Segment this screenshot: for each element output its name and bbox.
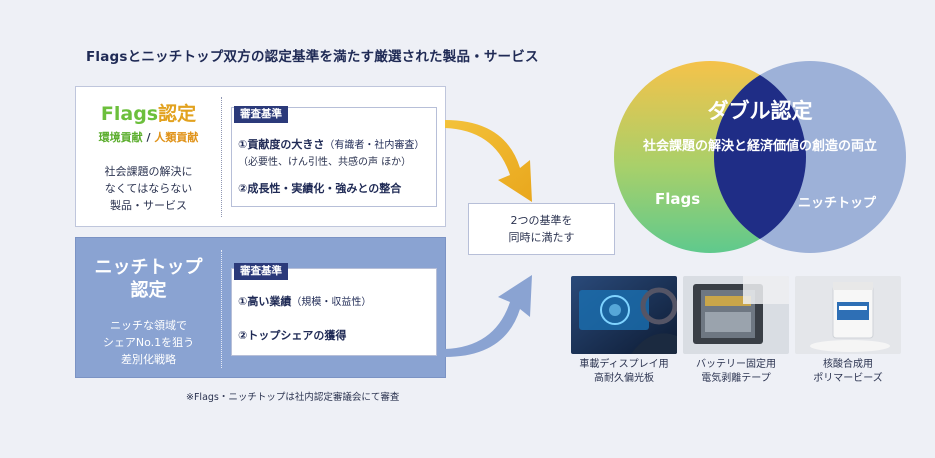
niche-desc-line: ニッチな領域で [110,319,187,332]
flags-description: 社会課題の解決に なくてはならない 製品・サービス [76,163,221,214]
niche-criteria-box: 審査基準 ①高い業績（規模・収益性） ②トップシェアの獲得 [231,263,437,356]
flags-desc-line: なくてはならない [104,182,193,195]
venn-right-label: ニッチトップ [798,196,877,211]
product-label-line: 核酸合成用 [823,359,873,370]
arrow-up-icon [445,275,532,357]
tag-environment: 環境貢献 [98,131,143,144]
footnote: ※Flags・ニッチトップは社内認定審議会にて審査 [186,392,400,403]
niche-top-panel: ニッチトップ 認定 ニッチな領域で シェアNo.1を狙う 差別化戦略 審査基準 … [75,237,446,378]
divider [221,250,222,368]
flags-tags: 環境貢献 / 人類貢献 [76,129,221,145]
venn-intersection [714,61,806,253]
product-label-line: バッテリー固定用 [696,359,776,370]
product-label: 車載ディスプレイ用 高耐久偏光板 [559,358,689,386]
venn-diagram [614,61,906,253]
niche-desc-line: シェアNo.1を狙う [102,336,195,349]
niche-description: ニッチな領域で シェアNo.1を狙う 差別化戦略 [76,317,221,368]
tag-humanity: 人類貢献 [154,131,199,144]
divider [221,97,222,217]
flags-title-suffix: 認定 [158,103,197,125]
venn-left-label: Flags [655,190,701,208]
flags-title-main: Flags [100,103,159,125]
niche-title: ニッチトップ 認定 [76,256,221,302]
flags-panel: Flags認定 環境貢献 / 人類貢献 社会課題の解決に なくてはならない 製品… [75,86,446,227]
niche-desc-line: 差別化戦略 [121,353,176,366]
criteria-1-main: ①高い業績 [238,295,292,308]
criteria-label: 審査基準 [234,263,288,280]
flags-criteria-1: ①貢献度の大きさ（有識者・社内審査） [238,136,424,152]
flags-criteria-box: 審査基準 ①貢献度の大きさ（有識者・社内審査） （必要性、けん引性、共感の声 ほ… [231,106,437,207]
flags-desc-line: 社会課題の解決に [104,165,193,178]
both-criteria-box: 2つの基準を 同時に満たす [468,203,615,255]
niche-title-line: ニッチトップ [94,257,203,278]
product-label-line: 電気剥離テープ [701,373,771,384]
product-image-tape [683,276,789,354]
criteria-1-sub: （規模・収益性） [291,297,372,308]
flags-criteria-2: ②成長性・実績化・強みとの整合 [238,182,402,195]
criteria-1-sub: （有識者・社内審査） [324,140,425,151]
product-image-beads [795,276,901,354]
product-label-line: 高耐久偏光板 [594,373,654,384]
niche-criteria-2: ②トップシェアの獲得 [238,329,347,342]
flags-desc-line: 製品・サービス [110,199,187,212]
arrow-down-icon [445,120,532,202]
niche-criteria-1: ①高い業績（規模・収益性） [238,293,371,309]
product-label: バッテリー固定用 電気剥離テープ [671,358,801,386]
flags-criteria-1-detail: （必要性、けん引性、共感の声 ほか） [238,157,412,168]
tag-separator: / [146,131,151,144]
page-title: Flagsとニッチトップ双方の認定基準を満たす厳選された製品・サービス [86,49,539,65]
niche-title-line: 認定 [130,280,167,301]
middle-line: 2つの基準を [510,214,573,227]
venn-subtitle: 社会課題の解決と経済価値の創造の両立 [642,139,877,154]
middle-line: 同時に満たす [508,231,575,244]
product-image-display [571,276,677,354]
flags-title: Flags認定 [76,99,221,126]
product-label-line: 車載ディスプレイ用 [579,359,669,370]
product-label: 核酸合成用 ポリマービーズ [783,358,913,386]
criteria-label: 審査基準 [234,106,288,123]
product-label-line: ポリマービーズ [813,373,883,384]
venn-title: ダブル認定 [707,99,813,123]
criteria-1-main: ①貢献度の大きさ [238,138,325,151]
